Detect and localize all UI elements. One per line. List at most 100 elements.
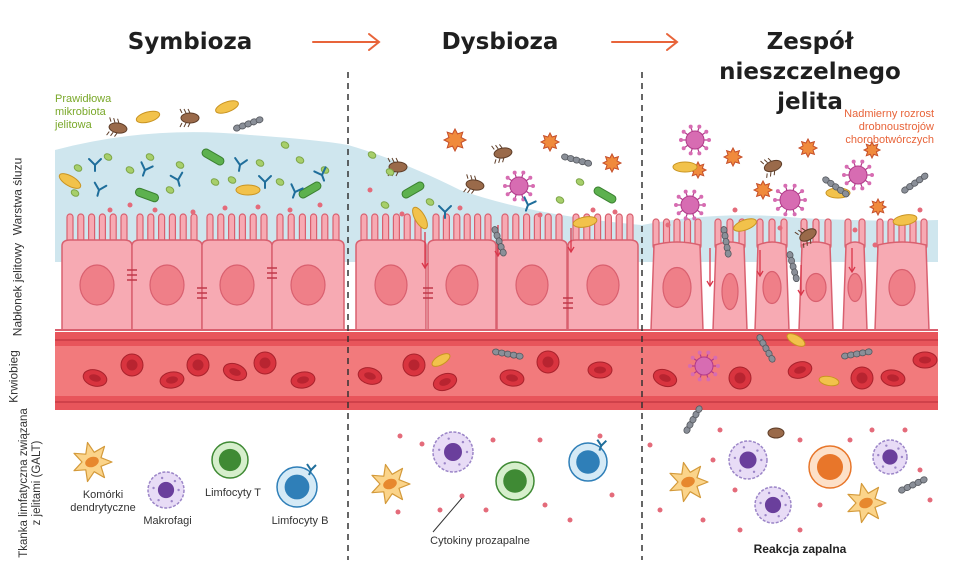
flagellate-bacterium [491,144,513,164]
chain-bacterium [901,172,929,194]
cytokine-dot [852,227,858,233]
coccus-bacterium [892,214,918,226]
coccus-bacterium [275,178,285,186]
virus-in-blood [688,350,720,382]
chain-bacterium [822,176,850,198]
cytokine-dot [927,497,933,503]
cytokine-dot [567,517,573,523]
label-inflammation: Reakcja zapalna [753,542,847,556]
cytokine-dot [152,207,158,213]
red-blood-cell [728,366,752,390]
cytokine-dot [107,207,113,213]
cytokine-dot [847,437,853,443]
cytokine-dot [700,517,706,523]
arrow-symbiosis-to-dysbiosis [312,33,381,51]
side-label-galt: Tkanka limfatyczna związana z jelitami (… [18,408,43,558]
cytokine-dot [222,205,228,211]
annotation-pathogen: Nadmierny rozrost drobnoustrojów chorobo… [844,108,934,146]
coccus-bacterium [215,100,239,114]
coccus-bacterium [135,110,161,124]
cytokine-dot [127,202,133,208]
pathogen-star [868,197,888,217]
epithelial-cell [201,213,273,331]
pathogen-star [862,140,882,160]
epithelial-cell [712,218,748,331]
pathogen-star [752,179,774,201]
cytokine-dot [647,442,653,448]
coccus-bacterium [70,189,80,197]
leak-arrow [421,232,429,270]
macrophage [432,431,474,473]
cytokine-dot [255,204,261,210]
cytokine-dot [872,242,878,248]
label-t-cells: Limfocyty T [204,487,262,499]
cytokine-dot [797,437,803,443]
antibody [438,205,452,219]
red-blood-cell [222,362,248,382]
pathogen-star [722,146,744,168]
macrophage [872,439,908,475]
bacterium-in-galt [767,427,785,439]
cytokine-dot [437,507,443,513]
rod-bacterium [201,148,225,166]
pathogen-star [539,131,561,153]
coccus-bacterium [145,153,155,161]
coccus-bacterium [165,186,175,194]
rod-bacterium [134,187,160,203]
t-lymphocyte [211,441,249,479]
coccus-bacterium [295,156,305,164]
red-blood-cell [787,361,813,379]
dendritic-cell [371,463,411,505]
cytokine-dot [317,202,323,208]
chain-bacterium-in-blood [756,334,776,363]
cytokine-dot [190,209,196,215]
coccus-bacterium [425,198,435,206]
dendritic-cell [669,461,709,503]
pathogen-star [442,127,468,153]
flagellate-bacterium [179,108,200,128]
red-blood-cell [82,369,108,387]
macrophage [147,471,185,509]
coccus-bacterium [367,151,377,159]
virus-particle [674,189,706,221]
coccus-bacterium [235,184,261,196]
cytokine-dot [817,502,823,508]
cytokine-dot [457,205,463,211]
cytokine-dot [399,211,405,217]
cytokine-dot [609,492,615,498]
coccus-bacterium [572,216,598,228]
cytokine-dot [490,437,496,443]
cytokine-dot [367,187,373,193]
red-blood-cell [159,371,185,389]
chain-bacterium-in-blood [492,348,524,360]
antibody [523,196,537,212]
cytokine-dot [902,427,908,433]
cytokine-dot [710,457,716,463]
arrow-dysbiosis-to-leaky [611,33,679,51]
antibody [258,175,272,189]
cytokine-dot [483,507,489,513]
cytokine-dot [732,207,738,213]
epithelial-cell [842,218,868,331]
cytokine-pointer [432,497,463,533]
cytokine-dot [732,487,738,493]
cytokine-dot [869,427,875,433]
virus-particle [679,124,711,156]
red-blood-cell [850,366,874,390]
coccus-bacterium [733,218,757,232]
flagellate-bacterium [760,157,783,178]
cytokine-dot [459,493,465,499]
flagellate-bacterium [463,174,485,194]
chain-bacterium [233,116,264,132]
coccus-bacterium [125,166,135,174]
macrophage [728,440,768,480]
coccus-bacterium [73,164,83,172]
tight-junction [197,287,207,299]
bacterium-in-galt [898,476,928,494]
pathogen-star [797,137,819,159]
cytokine-dot [917,467,923,473]
activated-lymphocyte [808,445,852,489]
red-blood-cell [912,351,938,369]
